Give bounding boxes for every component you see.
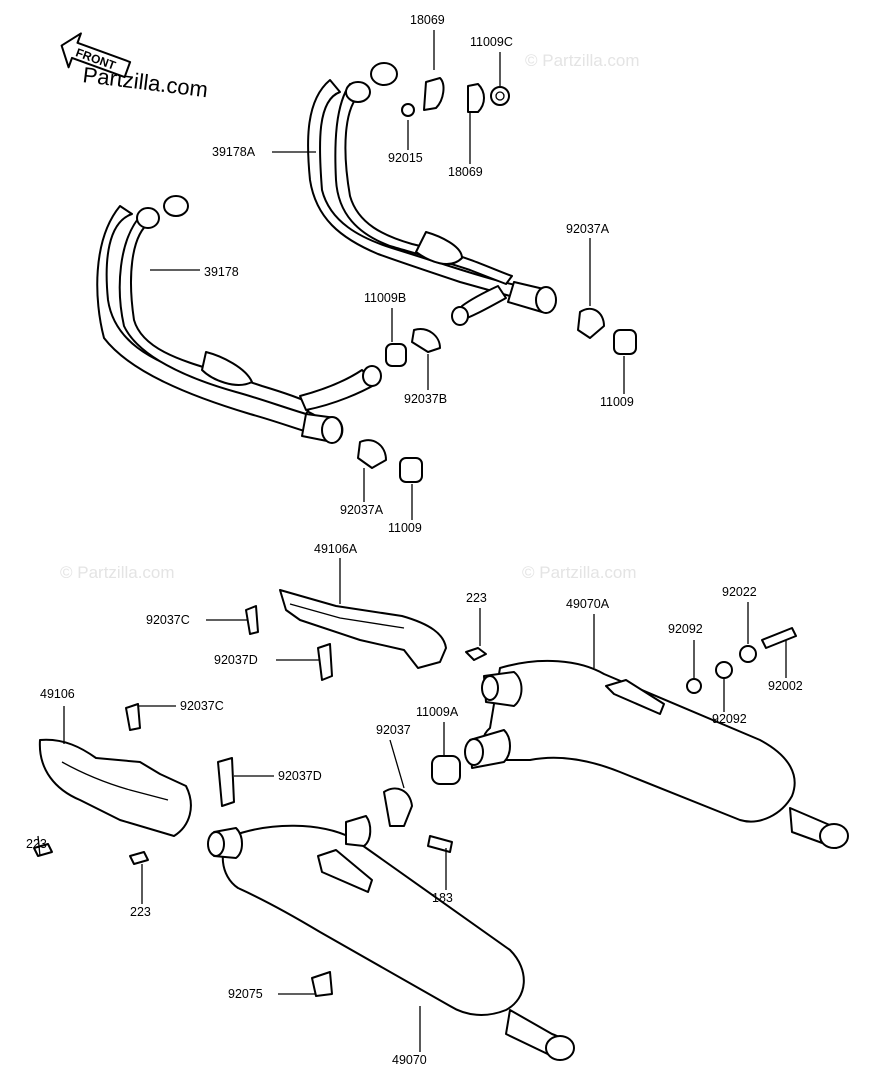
muffler-49070a xyxy=(431,627,849,849)
part-callout-label: 11009A xyxy=(416,705,459,719)
part-callout-label: 49106A xyxy=(314,542,358,556)
part-callout-label: 92002 xyxy=(768,679,803,693)
part-callout-label: 223 xyxy=(26,837,47,851)
part-callout-label: 11009B xyxy=(364,291,406,305)
part-callout-label: 92037C xyxy=(146,613,190,627)
part-callout-label: 18069 xyxy=(448,165,483,179)
part-callout-label: 39178 xyxy=(204,265,239,279)
watermark-text: © Partzilla.com xyxy=(525,51,640,70)
part-callout-label: 92037A xyxy=(566,222,610,236)
part-callout-label: 11009 xyxy=(388,521,422,535)
watermark-text: © Partzilla.com xyxy=(60,563,175,582)
part-callout-label: 49070 xyxy=(392,1053,427,1067)
part-callout-label: 92015 xyxy=(388,151,423,165)
part-callout-label: 92092 xyxy=(668,622,703,636)
exhaust-pipe-39178a xyxy=(307,62,557,326)
part-callout-label: 18069 xyxy=(410,13,445,27)
muffler-49070 xyxy=(207,787,575,1061)
callouts-layer: 18069 11009C 92015 18069 39178A 92037A 39178 11… xyxy=(26,13,803,1067)
part-callout-label: 92037 xyxy=(376,723,411,737)
clamp-parts-top xyxy=(401,77,510,117)
part-callout-label: 92037D xyxy=(214,653,258,667)
exhaust-pipe-39178 xyxy=(96,195,382,444)
clamp-parts-middle xyxy=(357,307,637,483)
part-callout-label: 49106 xyxy=(40,687,75,701)
watermark-group: © Partzilla.com © Partzilla.com © Partzi… xyxy=(60,51,640,582)
part-callout-label: 11009C xyxy=(470,35,513,49)
watermark-text: © Partzilla.com xyxy=(522,563,637,582)
part-callout-label: 92037B xyxy=(404,392,447,406)
part-callout-label: 92037C xyxy=(180,699,224,713)
leader-line xyxy=(37,835,41,857)
part-callout-label: 183 xyxy=(432,891,453,905)
part-callout-label: 223 xyxy=(130,905,151,919)
part-callout-label: 92022 xyxy=(722,585,757,599)
part-callout-label: 92037A xyxy=(340,503,384,517)
part-callout-label: 92092 xyxy=(712,712,747,726)
part-callout-label: 92075 xyxy=(228,987,263,1001)
bracket-49106a xyxy=(245,589,487,681)
part-callout-label: 39178A xyxy=(212,145,256,159)
part-callout-label: 49070A xyxy=(566,597,610,611)
part-callout-label: 11009 xyxy=(600,395,634,409)
leader-line xyxy=(389,739,405,789)
part-callout-label: 223 xyxy=(466,591,487,605)
part-callout-label: 92037D xyxy=(278,769,322,783)
